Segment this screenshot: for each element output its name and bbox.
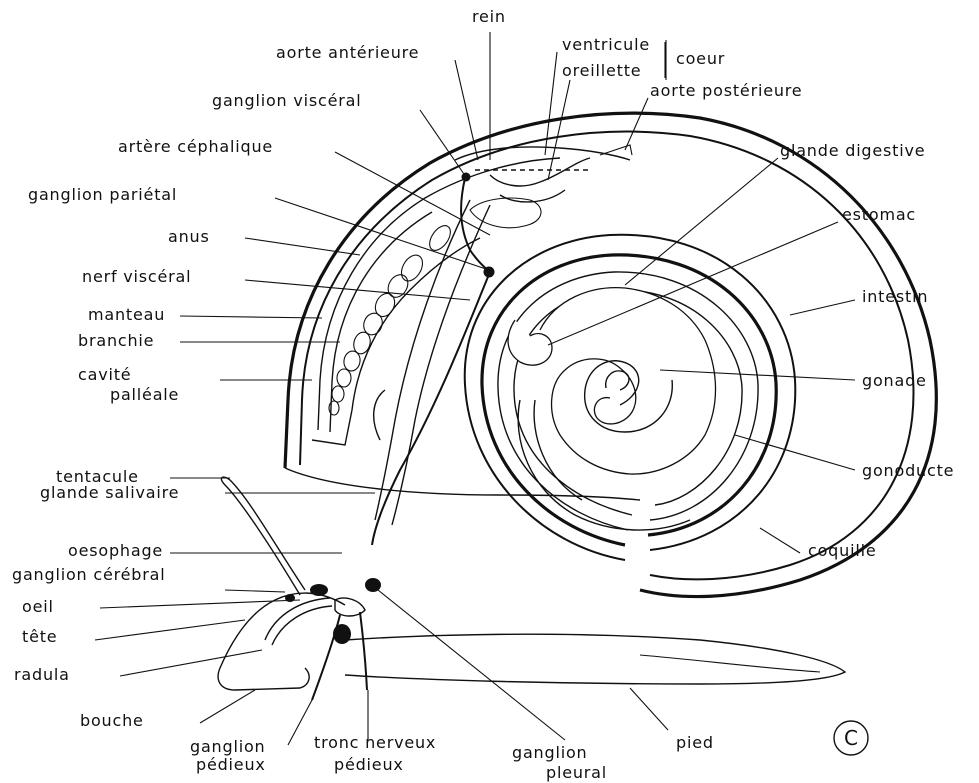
- label-ganglion-pleural-2: pleural: [546, 763, 607, 782]
- label-nerf-visceral: nerf viscéral: [82, 267, 191, 286]
- label-coquille: coquille: [808, 541, 876, 560]
- label-tronc-2: pédieux: [334, 755, 404, 774]
- label-aorte-anterieure: aorte antérieure: [276, 43, 419, 62]
- label-oreillette: oreillette: [562, 61, 641, 80]
- label-ganglion-pleural-1: ganglion: [512, 743, 587, 762]
- panel-badge: C: [834, 721, 868, 755]
- label-cavite: cavité: [78, 365, 131, 384]
- label-pied: pied: [676, 733, 714, 752]
- label-aorte-posterieure: aorte postérieure: [650, 81, 802, 100]
- label-radula: radula: [14, 665, 70, 684]
- label-glande-digestive: glande digestive: [780, 141, 925, 160]
- label-bouche: bouche: [80, 711, 144, 730]
- panel-letter: C: [844, 726, 858, 750]
- label-glande-salivaire: glande salivaire: [40, 483, 179, 502]
- label-oesophage: oesophage: [68, 541, 163, 560]
- label-manteau: manteau: [88, 305, 165, 324]
- label-ganglion-visceral: ganglion viscéral: [212, 91, 361, 110]
- label-coeur: coeur: [676, 49, 725, 68]
- label-ganglion-pedieux-2: pédieux: [196, 755, 266, 774]
- gill-lamellae: [329, 222, 455, 415]
- label-rein: rein: [472, 7, 506, 26]
- label-ganglion-pedieux-1: ganglion: [190, 737, 265, 756]
- label-estomac: estomac: [842, 205, 916, 224]
- label-branchie: branchie: [78, 331, 154, 350]
- label-palleale: palléale: [110, 385, 179, 404]
- shell-drawing: [218, 113, 936, 700]
- label-gonade: gonade: [862, 371, 927, 390]
- label-ganglion-parietal: ganglion pariétal: [28, 185, 177, 204]
- label-intestin: intestin: [862, 287, 928, 306]
- label-ganglion-cerebral: ganglion cérébral: [12, 565, 165, 584]
- label-ventricule: ventricule: [562, 35, 650, 54]
- label-tronc-1: tronc nerveux: [314, 733, 436, 752]
- label-tete: tête: [22, 627, 57, 646]
- label-artere-cephalique: artère céphalique: [118, 137, 273, 156]
- label-gonoducte: gonoducte: [862, 461, 954, 480]
- label-oeil: oeil: [22, 597, 54, 616]
- label-anus: anus: [168, 227, 210, 246]
